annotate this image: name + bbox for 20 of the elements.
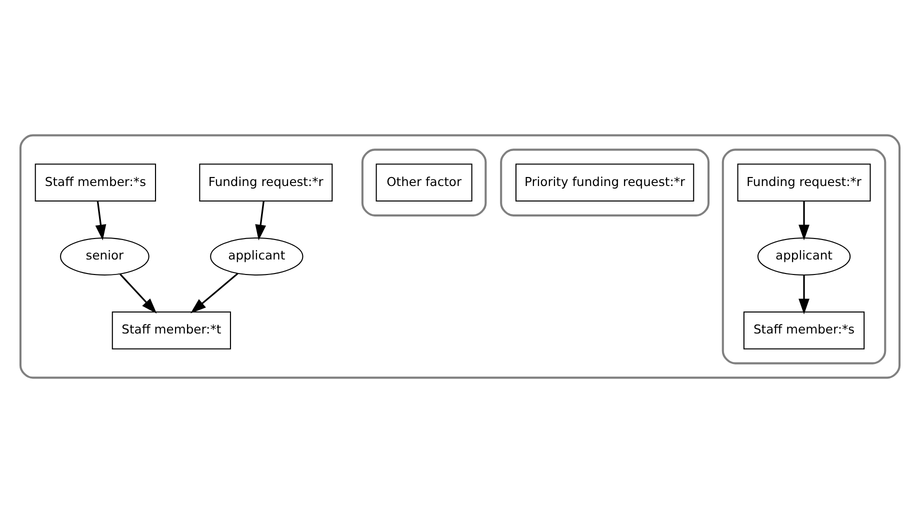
node-box: Staff member:*t (112, 311, 231, 350)
arrow (120, 274, 157, 314)
node-box: Funding request:*r (737, 164, 871, 202)
node-box: Staff member:*s (34, 164, 156, 202)
cluster (361, 148, 487, 216)
arrow (798, 201, 810, 240)
node-ellipse: applicant (210, 238, 304, 276)
node-box: Priority funding request:*r (515, 164, 694, 202)
cluster (19, 134, 901, 379)
node-box: Staff member:*s (743, 311, 865, 350)
arrow (190, 272, 238, 314)
arrow (95, 201, 106, 240)
node-ellipse: senior (60, 238, 150, 276)
arrow (798, 275, 810, 314)
node-ellipse: applicant (757, 238, 851, 276)
node-box: Other factor (376, 164, 472, 202)
cluster (722, 148, 886, 364)
cluster (500, 148, 710, 216)
arrow (255, 201, 266, 240)
node-box: Funding request:*r (199, 164, 333, 202)
